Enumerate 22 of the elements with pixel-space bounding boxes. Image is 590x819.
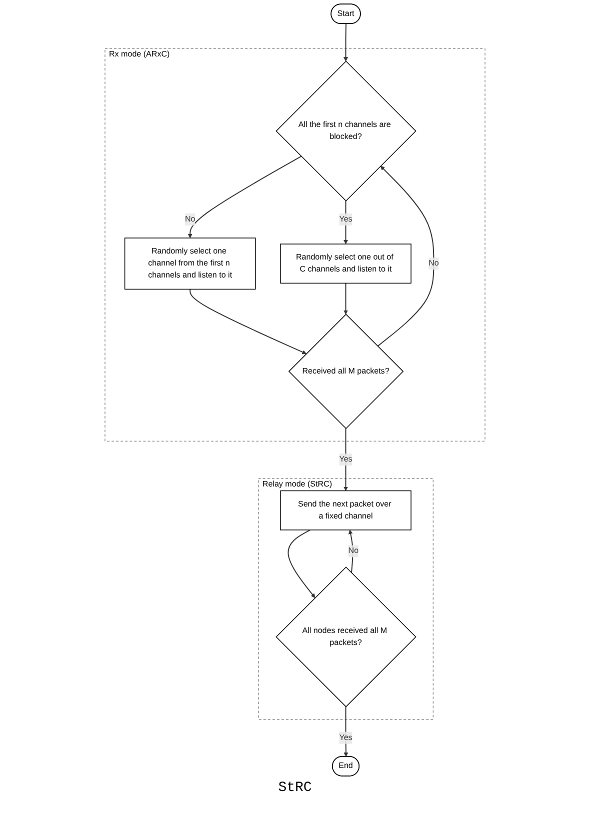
arrow [344, 283, 348, 315]
arrow [377, 166, 434, 347]
edge-label: Yes [339, 214, 352, 224]
edge-label: No [348, 546, 359, 556]
node-diamond: Received all M packets? [288, 314, 404, 430]
arrow [344, 706, 348, 757]
arrow [188, 156, 302, 238]
arrow [288, 530, 316, 598]
node-diamond: All nodes received all M packets? [276, 566, 416, 708]
arrow [344, 24, 348, 62]
edge-label: No [428, 259, 439, 268]
node-diamond: All the first n channels are blocked? [276, 60, 416, 202]
edge-label: Yes [339, 455, 352, 464]
arrow [344, 200, 348, 244]
edge-label: Yes [339, 733, 352, 742]
node-box: Randomly select one channel from the first n channels and listen to it [124, 238, 256, 290]
arrow [190, 289, 306, 354]
node-box: Send the next packet over a fixed channel [280, 490, 412, 530]
arrow [344, 428, 348, 491]
edge-label: No [184, 214, 196, 224]
node-box: Randomly select one out of C channels and listen to it [280, 244, 412, 284]
note-text: StRC [277, 780, 313, 796]
